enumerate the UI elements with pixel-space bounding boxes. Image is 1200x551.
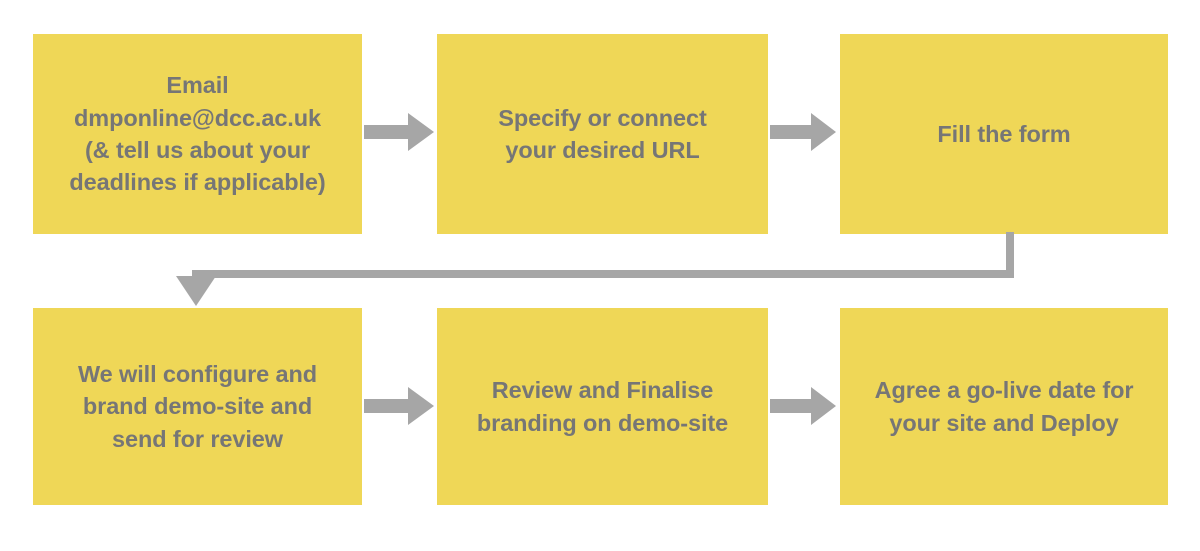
arrow-elbow-down-left-icon — [175, 232, 1020, 314]
flow-node-step-4[interactable]: We will configure and brand demo-site an… — [33, 308, 362, 505]
flow-node-step-2[interactable]: Specify or connect your desired URL — [437, 34, 768, 234]
arrow-right-icon — [364, 108, 436, 156]
flow-node-step-3[interactable]: Fill the form — [840, 34, 1168, 234]
flow-node-label: Email dmponline@dcc.ac.uk (& tell us abo… — [69, 72, 326, 196]
flow-node-step-6[interactable]: Agree a go-live date for your site and D… — [840, 308, 1168, 505]
arrow-right-icon — [770, 108, 838, 156]
flow-node-label: Specify or connect your desired URL — [498, 104, 707, 163]
flow-node-label: We will configure and brand demo-site an… — [77, 360, 318, 452]
flow-node-step-5[interactable]: Review and Finalise branding on demo-sit… — [437, 308, 768, 505]
flow-node-label: Agree a go-live date for your site and D… — [874, 377, 1134, 436]
arrow-right-icon — [770, 382, 838, 430]
flow-node-label: Review and Finalise branding on demo-sit… — [476, 377, 729, 436]
arrow-right-icon — [364, 382, 436, 430]
flow-node-label: Fill the form — [937, 120, 1071, 147]
flow-node-step-1[interactable]: Email dmponline@dcc.ac.uk (& tell us abo… — [33, 34, 362, 234]
